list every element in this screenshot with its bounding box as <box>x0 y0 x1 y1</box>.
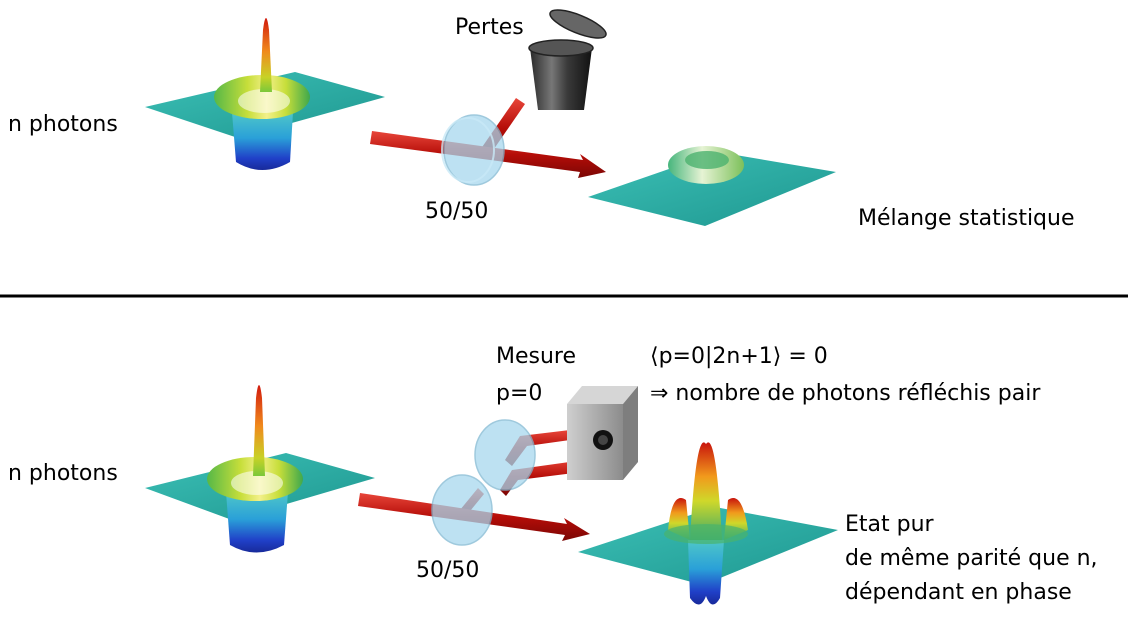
input-wigner-plot <box>145 385 375 553</box>
measurement-setup <box>358 386 638 546</box>
overlap-equation: ⟨p=0|2n+1⟩ = 0 <box>650 344 828 369</box>
output-wigner-plot <box>588 146 836 226</box>
bin-rim <box>528 39 594 57</box>
measure-label: Mesure <box>496 344 577 369</box>
output-line-1: Etat pur <box>845 512 934 537</box>
negative-dips <box>688 540 724 605</box>
top-losses-label: Pertes <box>455 15 524 40</box>
beam-splitter-plate-2 <box>474 419 536 491</box>
beam-splitter-plate-1 <box>431 474 493 546</box>
negative-well <box>232 112 293 170</box>
output-wigner-plot <box>578 442 838 605</box>
bin-body <box>530 48 592 110</box>
input-wigner-plot <box>145 18 385 170</box>
central-lobe <box>690 442 722 540</box>
central-peak <box>260 18 272 92</box>
bottom-input-label: n photons <box>8 461 118 486</box>
mixture-dip <box>685 151 729 169</box>
beam-splitter-edge <box>441 117 495 183</box>
central-peak <box>253 385 265 476</box>
lobe-base <box>664 524 748 544</box>
phase-plane <box>588 152 836 226</box>
detector-aperture-inner <box>598 435 608 445</box>
output-line-3: dépendant en phase <box>845 580 1072 605</box>
bottom-splitter-label: 50/50 <box>416 558 480 583</box>
ring-inner <box>231 471 283 495</box>
parity-conclusion: ⇒ nombre de photons réfléchis pair <box>650 381 1041 406</box>
top-output-label: Mélange statistique <box>858 206 1075 231</box>
trash-bin-icon <box>528 9 607 110</box>
output-line-2: de même parité que n, <box>845 546 1098 571</box>
top-panel <box>145 9 836 226</box>
ring-inner <box>238 89 290 113</box>
top-splitter-label: 50/50 <box>425 199 489 224</box>
bin-lid <box>549 9 607 39</box>
bottom-panel <box>145 385 838 605</box>
top-input-label: n photons <box>8 112 118 137</box>
measure-value-label: p=0 <box>496 381 543 406</box>
negative-well <box>226 492 288 553</box>
detector-right <box>623 386 638 480</box>
beam-splitter-setup <box>370 98 606 186</box>
detector-side <box>567 386 638 404</box>
